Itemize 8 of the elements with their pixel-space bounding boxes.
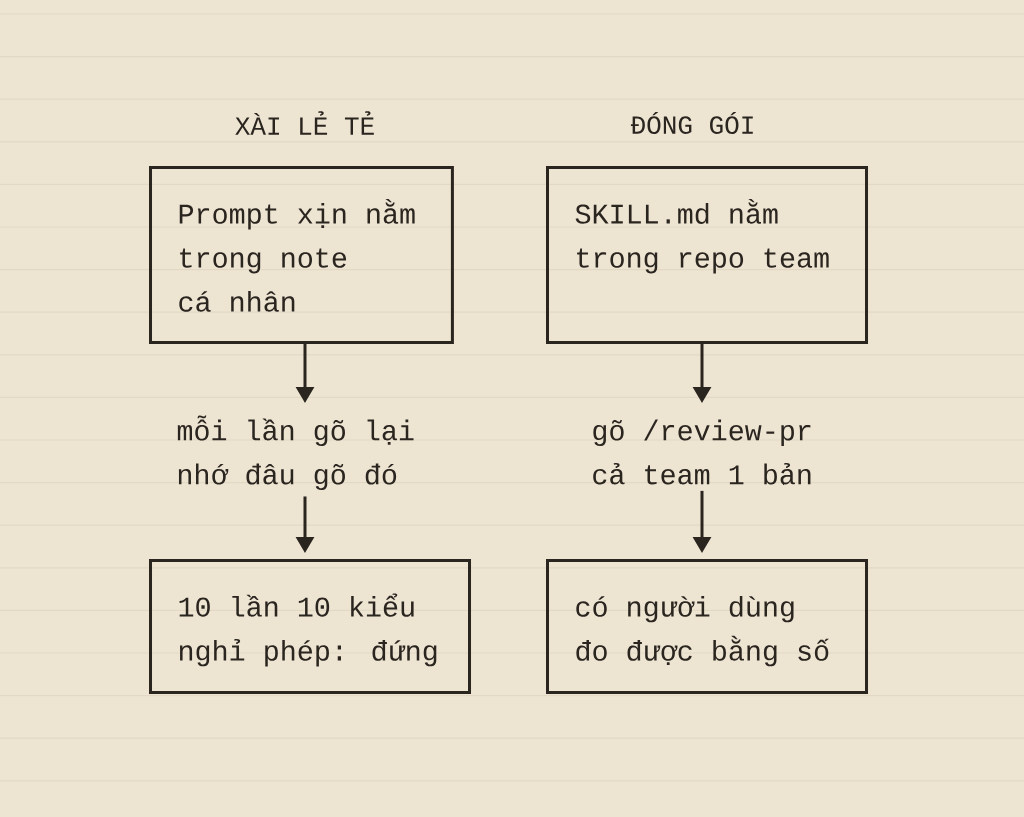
process-box: 10 lần 10 kiểu nghỉ phép: đứng [149, 559, 471, 694]
process-box: có người dùng đo được bằng số [546, 559, 868, 694]
step-text: gõ /review-pr cả team 1 bản [593, 419, 811, 485]
process-box: SKILL.md nằm trong repo team [546, 166, 868, 344]
column-heading: XÀI LẺ TẺ [235, 111, 374, 135]
column-heading: ĐÓNG GÓI [630, 112, 753, 134]
step-text: mỗi lần gõ lại nhớ đâu gõ đó [177, 415, 414, 491]
process-box: Prompt xịn nằm trong note cá nhân [149, 166, 454, 344]
